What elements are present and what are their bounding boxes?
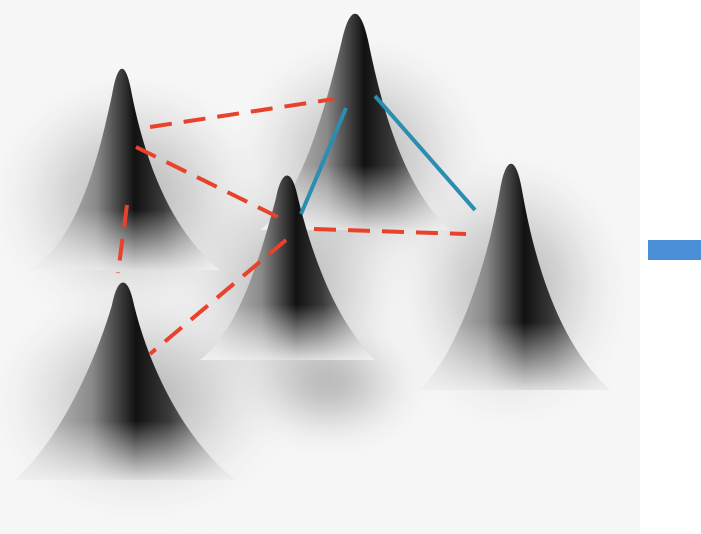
peak-center [200, 175, 375, 360]
peak-top-left [30, 68, 220, 270]
connection-peak-top-left-to-peak-bottom-left [116, 204, 129, 274]
right-arrow-icon [648, 240, 701, 260]
connection-lines [116, 94, 477, 356]
peak-right [420, 163, 610, 390]
connection-peak-center-to-peak-right [313, 227, 467, 236]
connection-peak-top-left-to-peak-top-center [149, 97, 335, 129]
connection-peak-center-to-peak-bottom-left [148, 238, 288, 356]
peak-bottom-left [15, 282, 235, 480]
connection-peak-top-center-to-peak-right [373, 94, 477, 212]
peak-top-center [260, 13, 450, 230]
connection-peak-top-center-to-peak-center [299, 107, 348, 215]
connection-peak-top-left-to-peak-center [135, 145, 285, 222]
